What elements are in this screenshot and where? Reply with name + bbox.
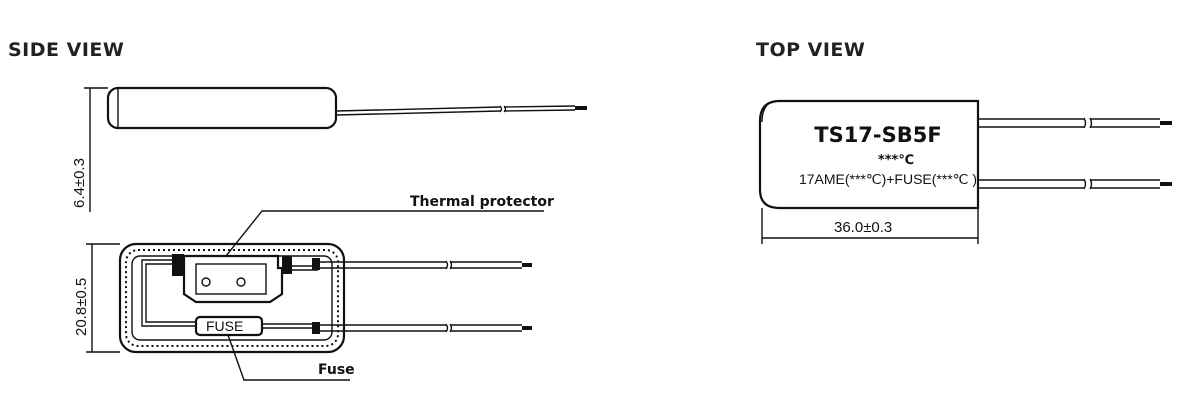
fuse-leader [227, 334, 350, 381]
width-dimension: 20.8±0.5 [73, 243, 120, 353]
side-lead-wire-end [503, 105, 576, 112]
protector-terminal-left [172, 254, 184, 276]
width-dim-text: 20.8±0.5 [73, 278, 90, 336]
internal-wire [141, 259, 196, 327]
thermal-protector-body [182, 254, 284, 304]
lead-wire-bottom [320, 324, 446, 332]
side-view-title: SIDE VIEW [8, 39, 124, 61]
side-lead-tip [575, 106, 587, 110]
thickness-dimension: 6.4±0.3 [71, 87, 108, 212]
thermal-protector-label: Thermal protector [410, 194, 554, 210]
fuse-label: Fuse [318, 362, 355, 378]
model-text: TS17-SB5F [814, 123, 941, 147]
top-lead-upper [978, 118, 1084, 128]
fuse-callout: Fuse [227, 334, 355, 381]
top-view: TOP VIEW TS17-SB5F ***℃ 17AME(***℃)+FUSE… [756, 39, 1172, 244]
side-profile [106, 86, 587, 130]
side-view: SIDE VIEW 6.4±0.3 [8, 39, 587, 381]
outer-shell [118, 242, 346, 354]
top-lead-upper-tip [1160, 121, 1172, 125]
top-lead-lower [978, 179, 1084, 189]
protector-hole-left [201, 277, 211, 287]
spec-marking-text: 17AME(***℃)+FUSE(***℃ ) [799, 171, 977, 187]
side-lead-break [499, 105, 507, 113]
top-lead-lower-tip [1160, 182, 1172, 186]
side-profile-body [106, 86, 338, 130]
protector-terminal-right [282, 256, 292, 274]
protector-hole-right [236, 277, 246, 287]
temp-marking-text: ***℃ [878, 153, 914, 168]
side-plan: FUSE [118, 242, 532, 354]
length-dim-text: 36.0±0.3 [834, 219, 892, 236]
lead-tip-top [522, 263, 532, 267]
side-lead-wire [335, 106, 501, 116]
thickness-dim-text: 6.4±0.3 [71, 158, 88, 208]
top-view-body [758, 99, 980, 210]
thermal-protector-callout: Thermal protector [225, 194, 554, 257]
lead-wire-top [320, 261, 446, 269]
lead-tip-bottom [522, 326, 532, 330]
length-dimension: 36.0±0.3 [761, 208, 979, 244]
fuse-body [194, 315, 264, 337]
top-view-title: TOP VIEW [756, 39, 865, 61]
protector-window [195, 263, 267, 295]
thermal-protector-leader [225, 210, 544, 257]
fuse-body-text: FUSE [206, 318, 243, 334]
